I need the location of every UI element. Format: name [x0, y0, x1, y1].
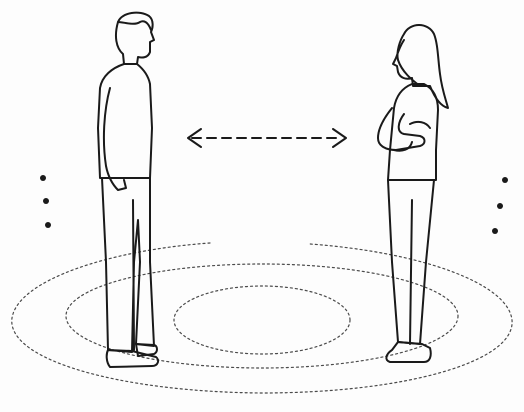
man-leg-split: [133, 200, 134, 350]
man-head: [116, 13, 154, 64]
right-dots: [492, 177, 508, 234]
woman-hair: [397, 25, 448, 108]
man-figure: [98, 13, 158, 367]
woman-shoe: [386, 342, 430, 362]
man-legs: [102, 178, 154, 352]
man-hair: [118, 21, 151, 30]
inner-ring: [174, 286, 350, 354]
right-dot: [497, 203, 503, 209]
right-dot: [502, 177, 508, 183]
left-dot: [43, 198, 49, 204]
left-dots: [40, 175, 51, 228]
outer-ring: [12, 243, 512, 393]
woman-torso: [388, 84, 438, 180]
dashed-double-arrow-icon: [188, 129, 346, 147]
left-dot: [40, 175, 46, 181]
left-dot: [45, 222, 51, 228]
woman-leg-split: [410, 200, 412, 344]
man-arm: [104, 88, 126, 190]
right-dot: [492, 228, 498, 234]
woman-figure: [378, 25, 448, 362]
ground-rings: [12, 243, 512, 393]
woman-crossed-arms: [378, 108, 425, 150]
